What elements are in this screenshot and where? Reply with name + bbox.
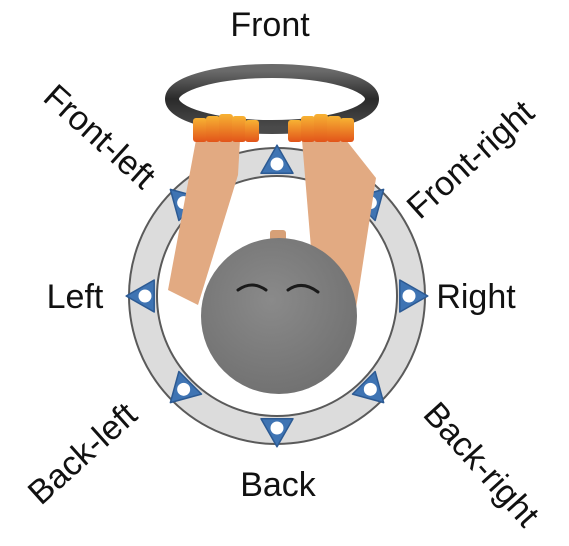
triangle-marker-icon-left bbox=[125, 279, 155, 313]
label-left: Left bbox=[47, 278, 104, 316]
triangle-marker-icon-right bbox=[399, 279, 429, 313]
label-front: Front bbox=[230, 6, 310, 44]
hand-icon bbox=[193, 114, 354, 142]
label-right: Right bbox=[436, 278, 516, 316]
eyebrow-right bbox=[286, 284, 320, 294]
label-back-left: Back-left bbox=[21, 395, 145, 512]
arms bbox=[168, 140, 376, 315]
left-arm bbox=[168, 140, 240, 305]
left-hand bbox=[193, 114, 259, 142]
triangle-marker-icon-back bbox=[260, 418, 294, 448]
label-front-right: Front-right bbox=[400, 93, 542, 227]
triangle-marker-icon-back-left bbox=[169, 370, 203, 404]
triangle-marker-icon-back-right bbox=[351, 370, 385, 404]
eyebrow-left bbox=[236, 283, 268, 292]
label-back: Back bbox=[240, 466, 317, 504]
handle-ring-icon bbox=[165, 64, 379, 134]
label-front-left: Front-left bbox=[36, 77, 163, 197]
label-back-right: Back-right bbox=[416, 395, 547, 535]
right-hand bbox=[288, 114, 354, 142]
triangle-marker-icon-front bbox=[260, 144, 294, 174]
right-arm bbox=[302, 140, 376, 315]
person-topdown-icon bbox=[201, 238, 357, 394]
